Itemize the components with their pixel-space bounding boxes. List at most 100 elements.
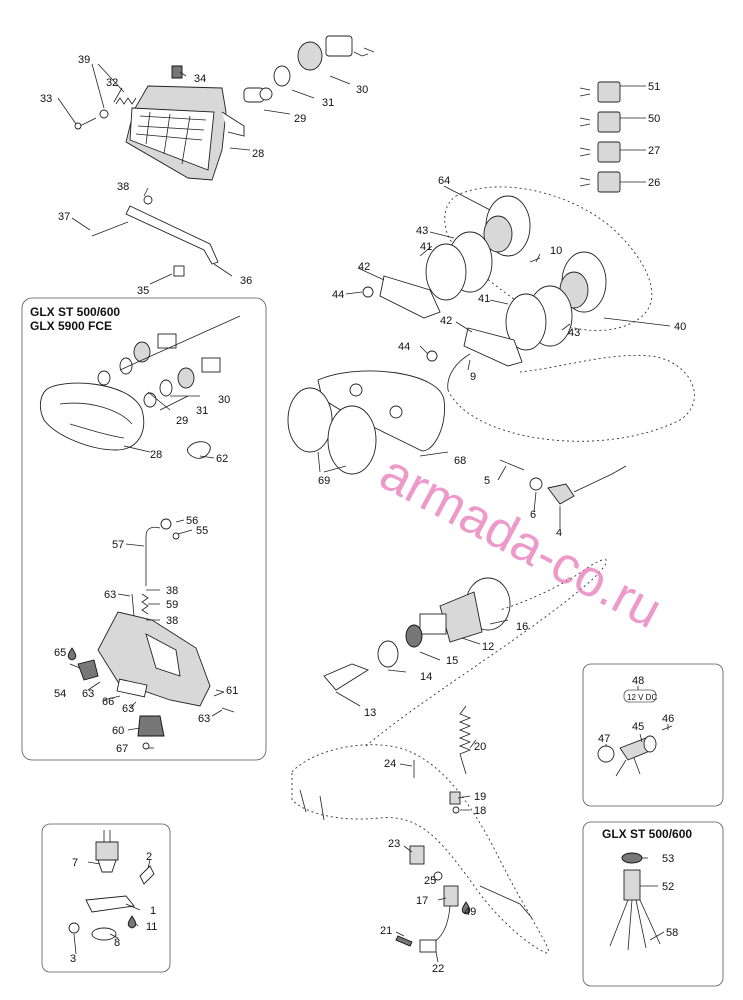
- label-46: 46: [662, 713, 674, 725]
- label-38: 38: [117, 181, 129, 193]
- label-30b: 30: [218, 394, 230, 406]
- dashed-line-ignition: [365, 559, 607, 747]
- clip-34: [171, 65, 183, 79]
- ring-31-inset-a: [119, 357, 133, 375]
- label-3: 3: [70, 953, 76, 965]
- label-12: 12: [482, 641, 494, 653]
- pin-63-top: [131, 593, 135, 617]
- label-31: 31: [322, 97, 334, 109]
- spring-32: [115, 97, 137, 105]
- plug-17: [443, 885, 459, 907]
- label-24: 24: [384, 758, 396, 770]
- voltage-label: 12 V DC: [627, 693, 657, 702]
- label-63c: 63: [122, 703, 134, 715]
- label-58: 58: [666, 927, 678, 939]
- label-29: 29: [294, 113, 306, 125]
- drop-49-icon: [461, 901, 471, 915]
- label-28b: 28: [150, 449, 162, 461]
- washer-55: [172, 532, 180, 540]
- label-63d: 63: [198, 713, 210, 725]
- bracket-42b: [463, 327, 523, 367]
- label-25: 25: [424, 875, 436, 887]
- clip-21: [395, 935, 413, 947]
- switch-26: [579, 171, 621, 193]
- disc-69b: [327, 405, 377, 475]
- label-43b: 43: [568, 327, 580, 339]
- disc-69a: [287, 387, 333, 453]
- label-54: 54: [54, 688, 66, 700]
- label-59: 59: [166, 599, 178, 611]
- headlight-28-inset-lens: [59, 402, 133, 439]
- bracket-42a: [379, 275, 441, 319]
- clamp-8: [91, 927, 117, 941]
- label-51: 51: [648, 81, 660, 93]
- drop-11-icon: [127, 915, 137, 929]
- inset-box-right-bottom: [582, 821, 724, 987]
- label-55: 55: [196, 525, 208, 537]
- bezel-14: [377, 640, 399, 668]
- socket-45-cap: [643, 735, 657, 753]
- label-50: 50: [648, 113, 660, 125]
- label-45: 45: [632, 721, 644, 733]
- screw-63-right: [221, 707, 235, 713]
- label-31b: 31: [196, 405, 208, 417]
- washer-39: [99, 109, 109, 119]
- nut-44a: [362, 286, 374, 298]
- bolt-2: [139, 865, 155, 885]
- label-6: 6: [530, 509, 536, 521]
- screw-46: [661, 725, 673, 731]
- label-37: 37: [58, 211, 70, 223]
- label-35: 35: [137, 285, 149, 297]
- label-23: 23: [388, 838, 400, 850]
- nut-35: [173, 265, 185, 277]
- bulb-29: [243, 87, 273, 103]
- key-13: [323, 663, 370, 691]
- label-19: 19: [474, 791, 486, 803]
- cable-end: [573, 465, 627, 493]
- label-4: 4: [556, 527, 562, 539]
- fitting-4: [547, 483, 575, 505]
- ring-41b: [505, 293, 547, 351]
- headlight-28: [125, 85, 245, 181]
- ignition-body-12: [419, 613, 447, 635]
- pin-37: [91, 221, 129, 237]
- label-36: 36: [240, 275, 252, 287]
- label-18: 18: [474, 805, 486, 817]
- nut-44b: [426, 350, 438, 362]
- sensor-7-body: [97, 859, 117, 873]
- label-27: 27: [648, 145, 660, 157]
- label-63b: 63: [82, 688, 94, 700]
- socket-30: [297, 41, 323, 71]
- bracket-inset-cutout: [145, 633, 181, 677]
- leader-lines: [57, 63, 671, 963]
- block-54: [77, 659, 99, 681]
- connector-30-inset-b: [201, 357, 221, 373]
- label-44: 44: [332, 289, 344, 301]
- label-69: 69: [318, 475, 330, 487]
- socket-52: [623, 869, 641, 901]
- label-56: 56: [186, 515, 198, 527]
- part-labels: 39 32 33 34 28 29 31 30 38 37 36 35 64 5…: [40, 54, 686, 975]
- bulb-29-inset-a: [97, 370, 111, 386]
- inset-title-left-2: GLX 5900 FCE: [30, 319, 112, 333]
- ring-31-inset-b: [159, 379, 173, 397]
- wire-terminals-30: [353, 47, 375, 57]
- label-38b: 38: [166, 585, 178, 597]
- bulb-29-inset-b: [143, 392, 157, 408]
- bracket-1: [85, 895, 135, 913]
- label-62: 62: [216, 453, 228, 465]
- connector-30: [325, 35, 353, 57]
- label-33: 33: [40, 93, 52, 105]
- label-13: 13: [364, 707, 376, 719]
- label-17: 17: [416, 895, 428, 907]
- hose-9: [447, 353, 471, 391]
- switch-50: [579, 111, 621, 133]
- label-68: 68: [454, 455, 466, 467]
- label-38c: 38: [166, 615, 178, 627]
- label-21: 21: [380, 925, 392, 937]
- voltage-badge: [623, 689, 657, 703]
- switch-51: [579, 81, 621, 103]
- headlight-28-inset: [39, 382, 145, 451]
- connector-22: [419, 939, 437, 953]
- label-8: 8: [114, 937, 120, 949]
